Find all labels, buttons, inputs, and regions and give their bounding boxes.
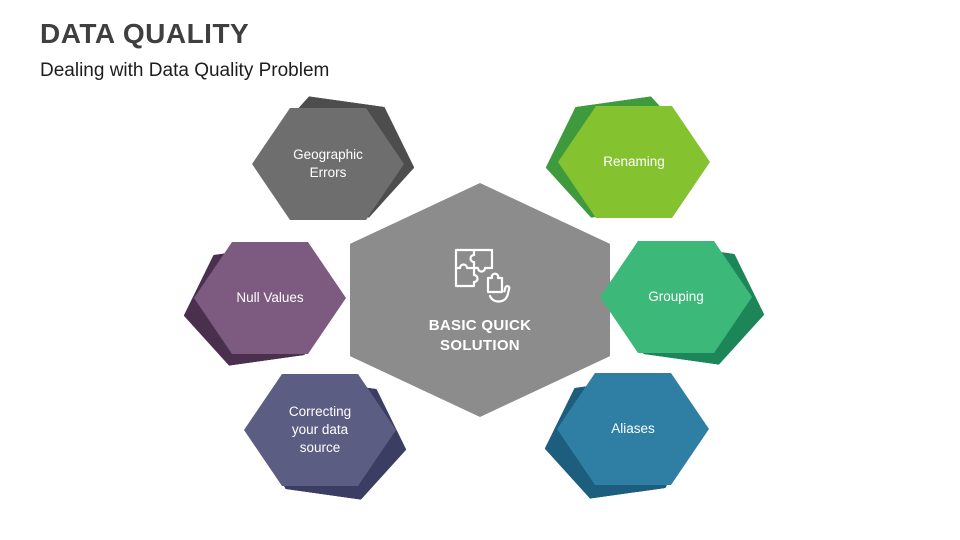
slide-subtitle: Dealing with Data Quality Problem	[40, 60, 330, 81]
hexagon-label: Null Values	[236, 289, 304, 305]
hexagon-front-shape: Correcting your data source	[244, 374, 396, 486]
hexagon-label: Aliases	[611, 420, 655, 436]
hexagon-label: Correcting your data source	[288, 403, 352, 456]
hexagon-renaming: Renaming	[558, 106, 710, 218]
hexagon-null-values: Null Values	[194, 242, 346, 354]
hexagon-geographic-errors: Geographic Errors	[252, 108, 404, 220]
hexagon-front-shape: Geographic Errors	[252, 108, 404, 220]
puzzle-hand-icon	[446, 244, 514, 306]
hexagon-label: Geographic Errors	[293, 146, 363, 180]
hexagon-correcting-data-source: Correcting your data source	[244, 374, 396, 486]
slide-title: DATA QUALITY	[40, 18, 250, 49]
hexagon-grouping: Grouping	[600, 241, 752, 353]
hexagon-aliases: Aliases	[557, 373, 709, 485]
hexagon-label: Renaming	[603, 153, 665, 169]
hexagon-label: Grouping	[648, 288, 704, 304]
center-hexagon-label: BASIC QUICK SOLUTION	[428, 316, 532, 354]
